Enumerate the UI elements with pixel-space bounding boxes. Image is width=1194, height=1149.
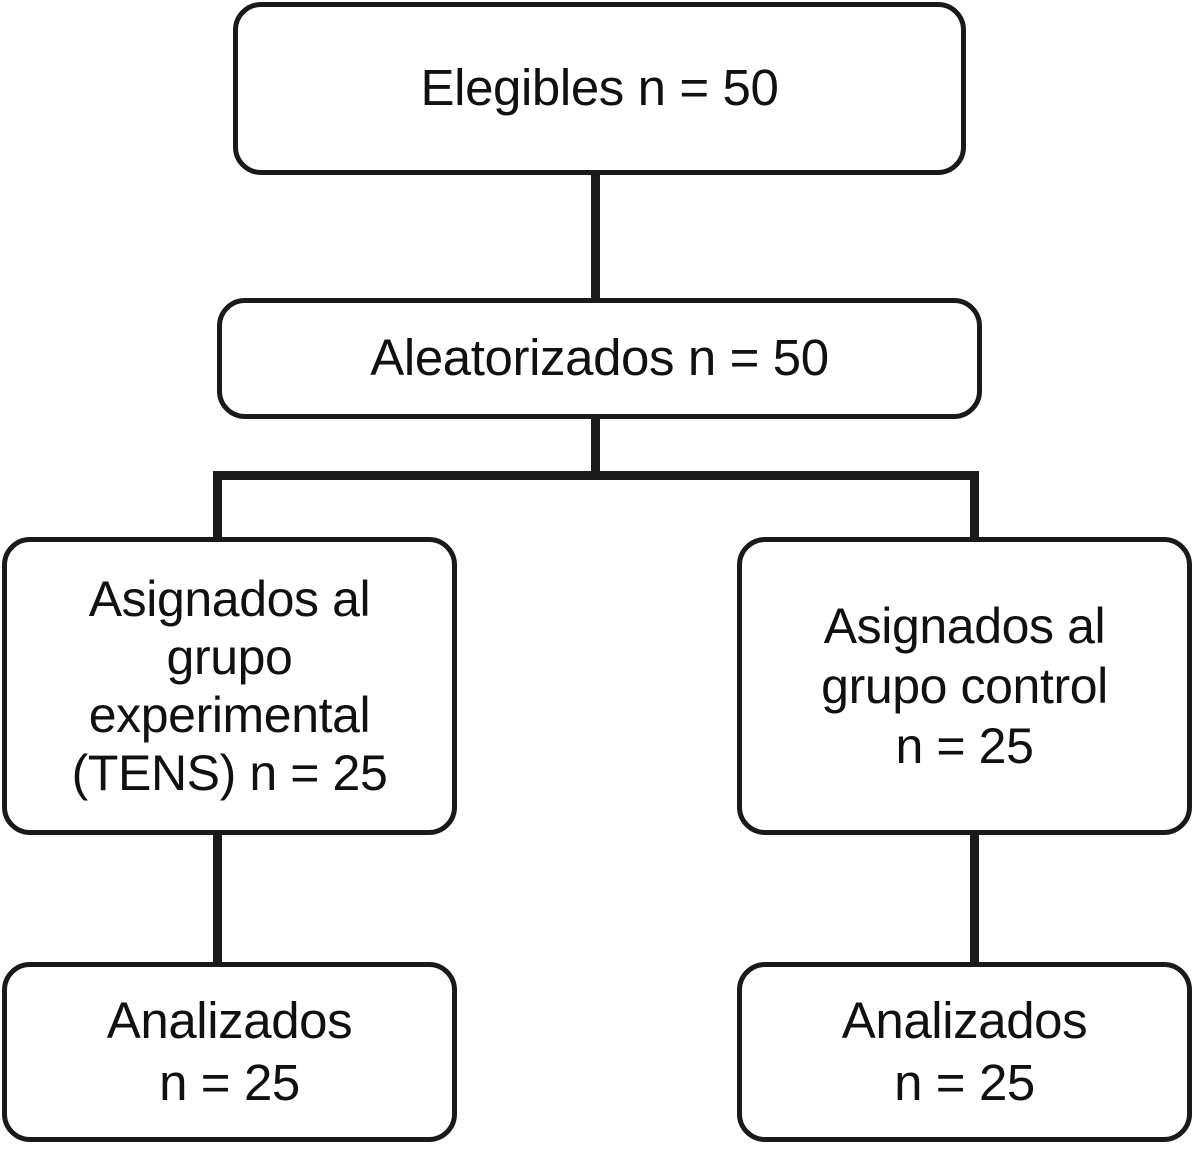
node-experimental-group: Asignados al grupo experimental (TENS) n…: [2, 537, 457, 835]
node-randomized-label: Aleatorizados n = 50: [370, 329, 829, 387]
connector-experimental-to-analyzed: [213, 831, 222, 966]
connector-allocation-left-drop: [213, 471, 222, 543]
node-experimental-group-label: Asignados al grupo experimental (TENS) n…: [71, 571, 388, 801]
node-analyzed-control: Analizados n = 25: [737, 962, 1192, 1142]
connector-control-to-analyzed: [970, 831, 979, 966]
node-analyzed-experimental: Analizados n = 25: [2, 962, 457, 1142]
node-analyzed-experimental-label: Analizados n = 25: [106, 991, 353, 1111]
node-randomized: Aleatorizados n = 50: [217, 298, 982, 419]
connector-eligible-to-randomized: [591, 170, 600, 302]
node-control-group-label: Asignados al grupo control n = 25: [821, 598, 1108, 774]
node-eligible: Elegibles n = 50: [233, 2, 966, 175]
connector-allocation-right-drop: [970, 471, 979, 543]
node-eligible-label: Elegibles n = 50: [420, 59, 779, 117]
node-analyzed-control-label: Analizados n = 25: [841, 991, 1088, 1111]
node-control-group: Asignados al grupo control n = 25: [737, 537, 1192, 835]
connector-allocation-split-bar: [213, 471, 979, 480]
connector-randomized-stem: [591, 414, 600, 479]
